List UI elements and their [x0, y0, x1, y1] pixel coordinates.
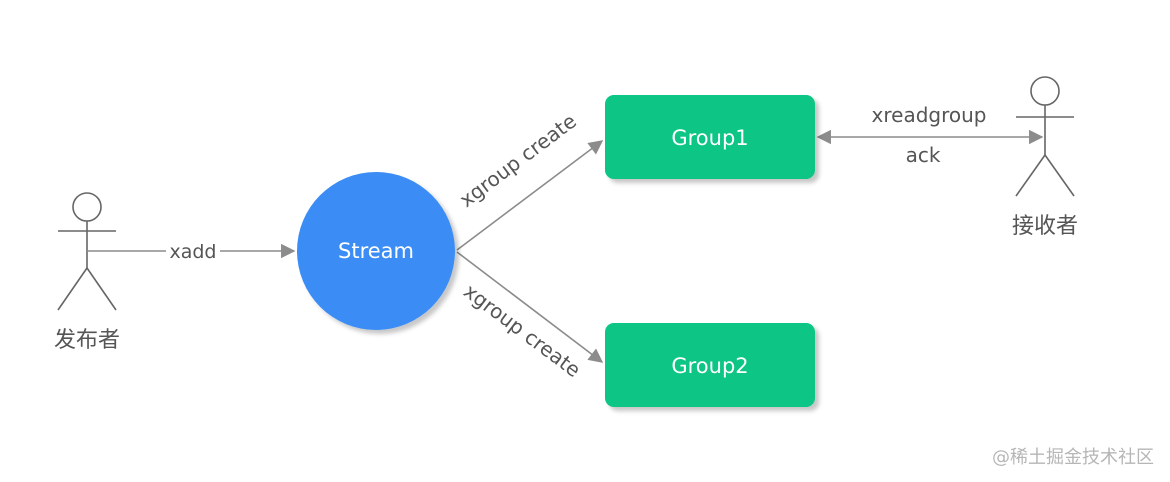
readgroup-label-bottom: ack	[906, 143, 941, 167]
group2-box	[605, 323, 815, 407]
publisher-actor	[57, 192, 117, 311]
xadd-label-bg	[166, 239, 220, 263]
receiver-actor	[1015, 76, 1075, 197]
stream-label: Stream	[338, 239, 414, 263]
group1-box	[605, 95, 815, 179]
stream-circle	[297, 172, 455, 330]
group1-label: Group1	[671, 126, 748, 150]
publisher-head	[72, 192, 102, 222]
xadd-label: xadd	[169, 241, 216, 263]
receiver-label: 接收者	[1012, 214, 1078, 239]
stream-node: Stream	[297, 172, 455, 330]
receiver-head	[1030, 76, 1060, 106]
readgroup-label-top: xreadgroup	[872, 103, 987, 127]
publisher-left-leg	[57, 267, 88, 311]
create-group1-label: xgroup create	[455, 109, 581, 212]
publisher-label: 发布者	[54, 328, 120, 353]
create-group2-edge	[456, 251, 604, 363]
watermark: @稀土掘金技术社区	[992, 447, 1154, 468]
group1-node: Group1	[605, 95, 815, 179]
group2-label: Group2	[671, 354, 748, 378]
receiver-right-leg	[1044, 154, 1075, 197]
publisher-right-leg	[86, 267, 117, 311]
create-group1-edge	[456, 140, 604, 251]
group2-node: Group2	[605, 323, 815, 407]
create-group2-label: xgroup create	[459, 279, 585, 382]
receiver-left-leg	[1015, 154, 1046, 197]
